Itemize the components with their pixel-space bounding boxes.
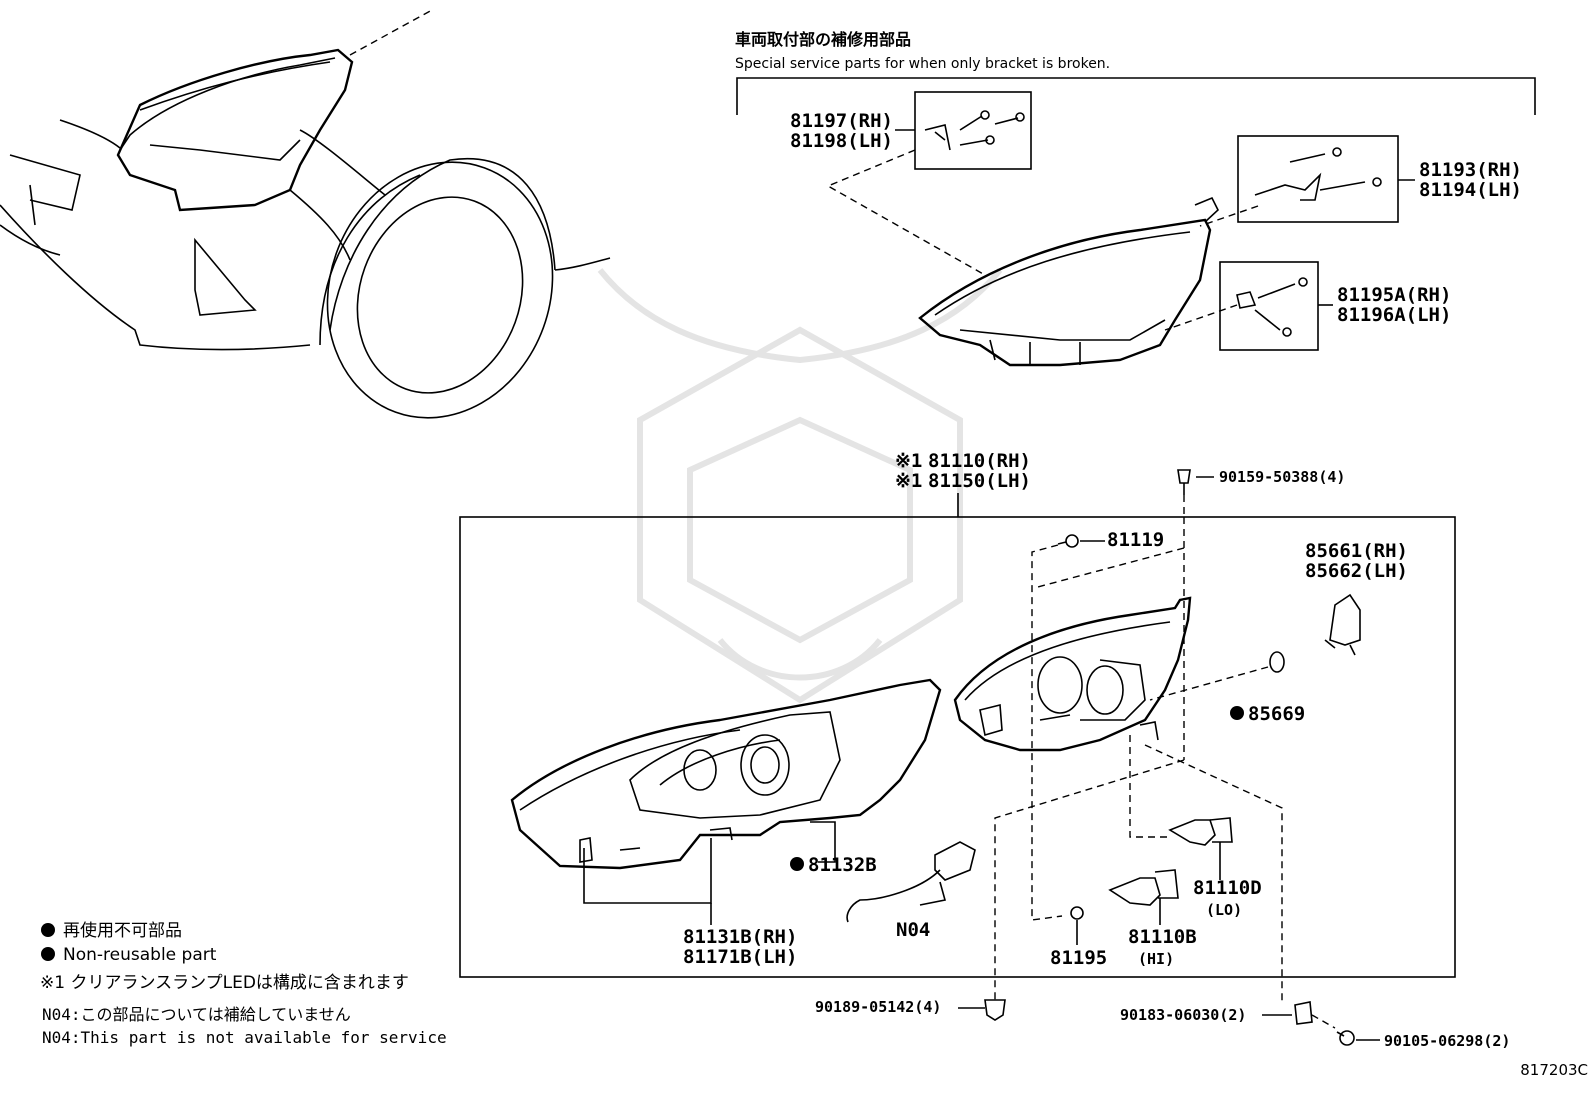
nonreusable-dot-81132b — [790, 857, 804, 871]
bracket-box-81193 — [1237, 135, 1399, 223]
label-81150-prefix: ※1 — [895, 470, 922, 492]
label-81110-prefix: ※1 — [895, 450, 922, 472]
label-81110[interactable]: 81110(RH) — [928, 450, 1031, 472]
label-85669[interactable]: 85669 — [1248, 703, 1305, 725]
label-81110d-sub: (LO) — [1206, 901, 1242, 919]
label-81198[interactable]: 81198(LH) — [790, 130, 893, 152]
bracket-box-81195a — [1219, 261, 1319, 351]
label-81197[interactable]: 81197(RH) — [790, 110, 893, 132]
legend-n04-en: N04:This part is not available for servi… — [42, 1028, 447, 1047]
label-81195a[interactable]: 81195A(RH) — [1337, 284, 1451, 306]
label-85662[interactable]: 85662(LH) — [1305, 560, 1408, 582]
bracket-header-en: Special service parts for when only brac… — [735, 56, 1110, 72]
label-81194[interactable]: 81194(LH) — [1419, 179, 1522, 201]
label-90159[interactable]: 90159-50388(4) — [1219, 468, 1345, 486]
label-81131b[interactable]: 81131B(RH) — [683, 926, 797, 948]
label-n04[interactable]: N04 — [896, 919, 930, 941]
label-81171b[interactable]: 81171B(LH) — [683, 946, 797, 968]
legend-nonreusable-jp: 再使用不可部品 — [63, 920, 182, 941]
bracket-service-section: 車両取付部の補修用部品 Special service parts for wh… — [735, 30, 1536, 367]
label-81110d[interactable]: 81110D — [1193, 877, 1262, 899]
bracket-box-81197 — [914, 91, 1032, 170]
vehicle-front-illustration — [0, 9, 611, 419]
assembly-frame — [459, 516, 1456, 978]
label-81119[interactable]: 81119 — [1107, 529, 1164, 551]
legend-n04-jp: N04:この部品については補給していません — [42, 1005, 351, 1024]
nonreusable-dot-85669 — [1230, 706, 1244, 720]
label-81193[interactable]: 81193(RH) — [1419, 159, 1522, 181]
label-85661[interactable]: 85661(RH) — [1305, 540, 1408, 562]
label-90105[interactable]: 90105-06298(2) — [1384, 1032, 1510, 1050]
legend: 再使用不可部品 Non-reusable part ※1 クリアランスランプLE… — [40, 920, 447, 1047]
label-81110b[interactable]: 81110B — [1128, 926, 1197, 948]
legend-dot-jp — [41, 923, 55, 937]
label-90183[interactable]: 90183-06030(2) — [1120, 1006, 1246, 1024]
headlamp-lens-assembly — [510, 678, 942, 870]
label-81196a[interactable]: 81196A(LH) — [1337, 304, 1451, 326]
legend-note1: ※1 クリアランスランプLEDは構成に含まれます — [40, 973, 409, 993]
legend-nonreusable-en: Non-reusable part — [63, 945, 217, 965]
label-81110b-sub: (HI) — [1138, 950, 1174, 968]
legend-dot-en — [41, 947, 55, 961]
bracket-header-jp: 車両取付部の補修用部品 — [735, 30, 911, 49]
watermark-emblem — [597, 268, 1003, 704]
headlamp-housing-upper — [918, 218, 1212, 367]
headlamp-housing-rear — [953, 596, 1192, 752]
label-81150[interactable]: 81150(LH) — [928, 470, 1031, 492]
diagram-code: 817203C — [1520, 1061, 1588, 1079]
label-81132b[interactable]: 81132B — [808, 854, 877, 876]
label-81195[interactable]: 81195 — [1050, 947, 1107, 969]
headlamp-assembly-section: ※1 81110(RH) ※1 81150(LH) 90159-50388(4)… — [459, 450, 1510, 1050]
label-90189[interactable]: 90189-05142(4) — [815, 998, 941, 1016]
